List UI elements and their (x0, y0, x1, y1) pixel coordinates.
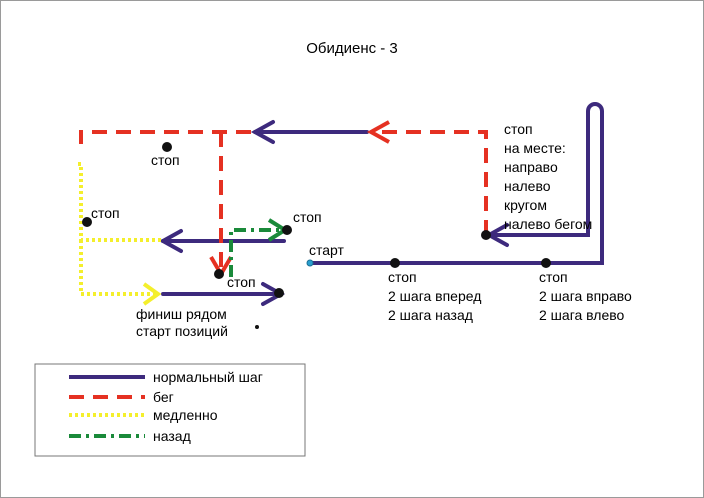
run-path (79, 130, 488, 273)
legend-label-normal: нормальный шаг (153, 369, 263, 385)
stop-point-left (82, 217, 92, 227)
stop-point-green (282, 225, 292, 235)
stop-point-top-left (162, 142, 172, 152)
label-far-steps-left: 2 шага влево (539, 307, 625, 323)
route-slow-lower (79, 240, 157, 296)
stop-point-finish (274, 288, 284, 298)
stop-point-mid (390, 258, 400, 268)
label-mid-steps-forward: 2 шага вперед (388, 288, 481, 304)
label-corner-right: направо (504, 159, 558, 175)
label-corner-left-run: налево бегом (504, 216, 592, 232)
start-position-dot (255, 325, 259, 329)
label-stop-mid: стоп (388, 269, 417, 285)
label-start: старт (309, 242, 345, 258)
legend-label-slow: медленно (153, 407, 218, 423)
route-run-left (79, 130, 251, 144)
legend-label-back: назад (153, 428, 191, 444)
label-corner-about-turn: кругом (504, 197, 547, 213)
route-start-right (308, 102, 604, 265)
run-arrows (209, 120, 390, 278)
label-far-steps-right: 2 шага вправо (539, 288, 632, 304)
label-stop-far: стоп (539, 269, 568, 285)
label-corner-in-place: на месте: (504, 140, 566, 156)
arrow-run-top (366, 120, 390, 144)
label-start-position: старт позиций (136, 323, 228, 339)
start-point (306, 259, 314, 267)
arrow-middle-walk (158, 229, 183, 253)
stop-points (82, 142, 551, 329)
label-corner-left: налево (504, 178, 551, 194)
normal-walk-path (158, 102, 604, 306)
label-stop-center: стоп (227, 274, 256, 290)
back-path (229, 228, 285, 277)
route-back (229, 228, 285, 277)
stop-point-center (214, 269, 224, 279)
arrow-top-walk (250, 120, 275, 144)
slow-path (75, 162, 161, 296)
route-run-right (371, 130, 488, 235)
label-stop-top-left: стоп (151, 152, 180, 168)
route-slow-upper (75, 162, 161, 242)
label-corner-stop: стоп (504, 121, 533, 137)
stop-point-far (541, 258, 551, 268)
label-stop-green: стоп (293, 209, 322, 225)
stop-point-corner (481, 230, 491, 240)
legend-box (34, 363, 306, 457)
legend-label-run: бег (153, 389, 174, 405)
labels: стоп стоп стоп стоп старт стоп 2 шага вп… (91, 121, 632, 339)
label-mid-steps-back: 2 шага назад (388, 307, 473, 323)
legend: нормальный шаг бег медленно назад (34, 363, 306, 457)
label-stop-left: стоп (91, 205, 120, 221)
arrow-slow (142, 282, 162, 306)
label-finish: финиш рядом (136, 306, 227, 322)
diagram-title: Обидиенс - 3 (306, 40, 398, 57)
